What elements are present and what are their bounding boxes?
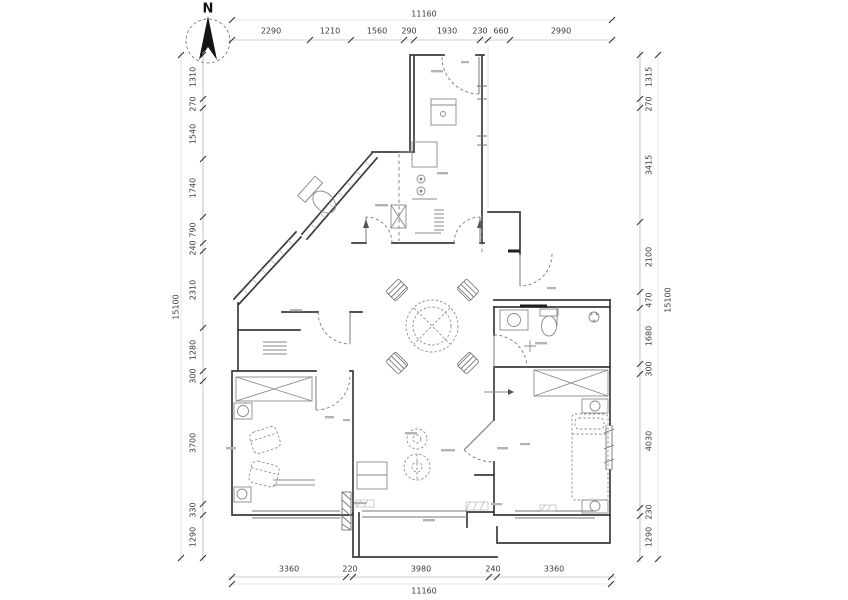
wardrobe-left: [235, 376, 313, 402]
dim-left-total: 15100: [171, 294, 181, 320]
wardrobe-right: [533, 369, 609, 397]
dim-right-seg-4: 470: [644, 292, 654, 308]
dim-top-seg-3: 290: [401, 26, 417, 36]
dim-left-seg-9: 3700: [188, 432, 198, 454]
radiator: [263, 341, 287, 355]
dim-top-total: 11160: [411, 9, 437, 19]
dim-top-seg-1: 1210: [319, 26, 341, 36]
left-bedroom-furniture: [233, 402, 315, 503]
dim-right-seg-1: 270: [644, 96, 654, 112]
dim-left-seg-11: 1290: [188, 526, 198, 548]
dim-left-seg-7: 1280: [188, 339, 198, 361]
dim-right-seg-6: 300: [644, 361, 654, 377]
dim-bottom-seg-3: 240: [485, 564, 501, 574]
toilet-icon-upper: [297, 175, 337, 214]
hatched-diagonal-walls: [232, 151, 379, 306]
windows: [252, 85, 615, 519]
bathroom-fixtures: [499, 307, 600, 352]
north-arrow-icon: [185, 16, 231, 64]
dim-left-seg-8: 300: [188, 368, 198, 384]
north-label: N: [202, 1, 214, 17]
dining-chairs: [386, 279, 479, 374]
tv-bench: [356, 461, 388, 490]
dim-right-seg-3: 2100: [644, 246, 654, 268]
slider-hatch-marks: [355, 499, 557, 512]
dim-top-seg-5: 230: [472, 26, 488, 36]
dim-left-seg-10: 330: [188, 502, 198, 518]
doors: [315, 56, 553, 463]
dim-left-seg-3: 1740: [188, 177, 198, 199]
dim-left-seg-4: 790: [188, 222, 198, 238]
dim-bottom-seg-2: 3980: [410, 564, 432, 574]
dim-left-seg-5: 240: [188, 240, 198, 256]
dim-top-seg-7: 2990: [550, 26, 572, 36]
dim-bottom-seg-4: 3360: [543, 564, 565, 574]
dining-table-icon: [405, 299, 459, 353]
dim-right-seg-2: 3415: [644, 154, 654, 176]
direction-arrows: [363, 219, 514, 395]
fridge-icon: [430, 98, 457, 126]
room-label-marks: [226, 61, 556, 522]
riser-shaft-icon: [341, 491, 352, 531]
dim-top-seg-4: 1930: [436, 26, 458, 36]
living-chairs: [403, 428, 431, 481]
dim-bottom-total: 11160: [411, 586, 437, 596]
dim-bottom-seg-0: 3360: [278, 564, 300, 574]
dim-left-seg-0: 1310: [188, 66, 198, 88]
dim-top-seg-2: 1560: [366, 26, 388, 36]
walls: [231, 54, 611, 558]
dimension-lines: [177, 16, 662, 588]
dim-right-total: 15100: [663, 287, 673, 313]
dim-bottom-seg-1: 220: [342, 564, 358, 574]
dim-left-seg-1: 270: [188, 96, 198, 112]
dim-right-seg-0: 1315: [644, 66, 654, 88]
right-bedroom-furniture: [571, 398, 609, 514]
dim-top-seg-0: 2290: [260, 26, 282, 36]
dim-right-seg-9: 1290: [644, 526, 654, 548]
dim-left-seg-6: 2310: [188, 279, 198, 301]
kitchen-fixtures: [390, 141, 444, 234]
dim-right-seg-5: 1680: [644, 325, 654, 347]
dim-top-seg-6: 660: [493, 26, 509, 36]
dim-right-seg-8: 230: [644, 504, 654, 520]
dim-left-seg-2: 1540: [188, 123, 198, 145]
dim-right-seg-7: 4030: [644, 430, 654, 452]
